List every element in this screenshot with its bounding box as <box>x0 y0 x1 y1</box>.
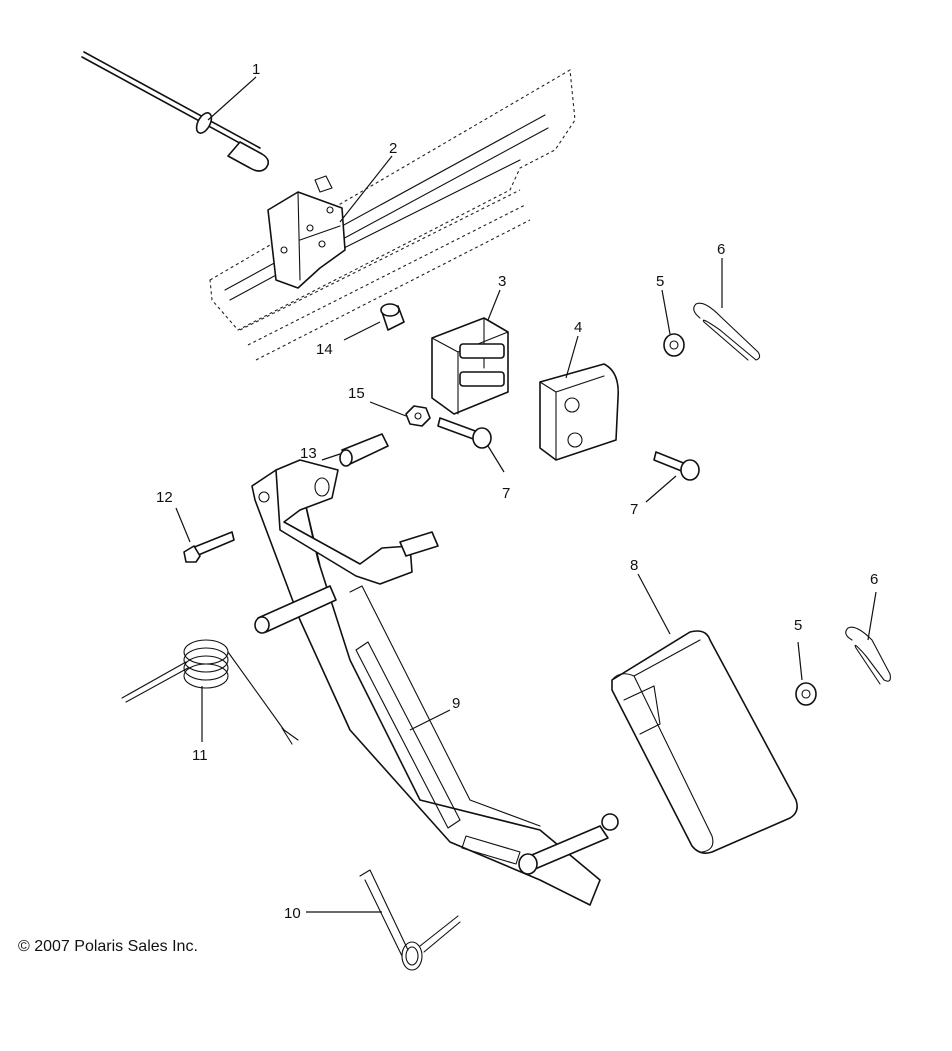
callout-5a: 5 <box>656 273 664 290</box>
callout-14: 14 <box>316 341 333 358</box>
part-7b-bolt <box>653 451 700 481</box>
part-11-torsion-spring <box>121 639 299 745</box>
copyright-notice: © 2007 Polaris Sales Inc. <box>18 938 198 955</box>
callout-12: 12 <box>156 489 173 506</box>
leader-lines <box>175 76 877 913</box>
callout-9: 9 <box>452 695 460 712</box>
part-4-clamp-block <box>539 363 620 461</box>
callout-6a: 6 <box>717 241 725 258</box>
callout-8: 8 <box>630 557 638 574</box>
part-1-rod <box>81 51 270 172</box>
callout-13: 13 <box>300 445 317 462</box>
part-9-pedal-arm <box>251 459 619 906</box>
part-2-frame-bracket <box>209 69 576 361</box>
callout-6b: 6 <box>870 571 878 588</box>
part-8-pedal-pad <box>611 630 798 854</box>
callout-15: 15 <box>348 385 365 402</box>
callout-1: 1 <box>252 61 260 78</box>
part-12-bolt <box>183 531 235 563</box>
callout-11: 11 <box>192 747 208 764</box>
callout-7a: 7 <box>502 485 510 502</box>
part-6b-hairpin-clip <box>845 626 891 685</box>
callout-2: 2 <box>389 140 397 157</box>
callout-10: 10 <box>284 905 301 922</box>
part-3-mount-block <box>431 317 509 415</box>
part-5a-washer <box>663 333 685 357</box>
part-15-nut <box>405 405 431 427</box>
callout-7b: 7 <box>630 501 638 518</box>
part-10-return-spring <box>359 869 461 971</box>
part-7a-bolt <box>437 417 492 449</box>
callout-3: 3 <box>498 273 506 290</box>
part-5b-washer <box>795 682 817 706</box>
callout-5b: 5 <box>794 617 802 634</box>
callout-labels: 1 2 3 4 5 6 14 15 13 7 7 12 8 5 6 9 11 1… <box>156 61 878 922</box>
part-6a-hairpin-clip <box>693 302 761 361</box>
callout-4: 4 <box>574 319 582 336</box>
part-14-bushing <box>380 303 405 331</box>
part-13-sleeve <box>339 433 389 467</box>
